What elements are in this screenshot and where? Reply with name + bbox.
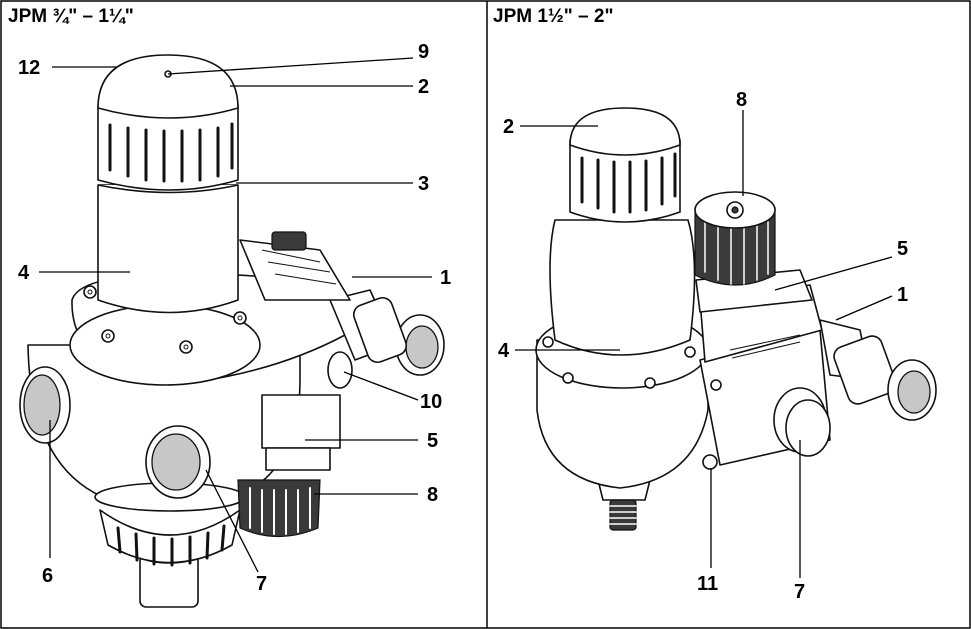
callout-9: 9 [418,41,429,63]
callout-4: 4 [498,340,510,362]
panel-left-title: JPM ¾" – 1¼" [8,6,134,27]
callout-1: 1 [897,284,908,306]
callout-11: 11 [697,573,718,595]
callout-12: 12 [18,57,40,79]
callout-2: 2 [418,76,429,98]
panel-left: JPM ¾" – 1¼" [8,6,451,608]
left-product-illustration [19,54,445,608]
callout-8: 8 [427,484,438,506]
right-leader-lines [515,110,893,578]
callout-5: 5 [897,238,908,260]
panel-right: JPM 1½" – 2" [493,6,937,603]
callout-6: 6 [42,565,53,587]
callout-3: 3 [418,173,429,195]
callout-5: 5 [427,430,438,452]
callout-1: 1 [440,267,451,289]
panel-right-title: JPM 1½" – 2" [493,6,613,27]
callout-8: 8 [736,89,747,111]
callout-10: 10 [420,391,442,413]
callout-7: 7 [794,581,805,603]
left-leader-lines [39,57,432,573]
right-product-illustration [535,107,937,531]
left-callouts: 12 9 2 3 4 1 10 5 8 6 7 [18,41,451,595]
callout-4: 4 [18,262,30,284]
callout-2: 2 [503,116,514,138]
callout-7: 7 [256,573,267,595]
right-callouts: 8 2 5 1 4 11 7 [498,89,908,603]
